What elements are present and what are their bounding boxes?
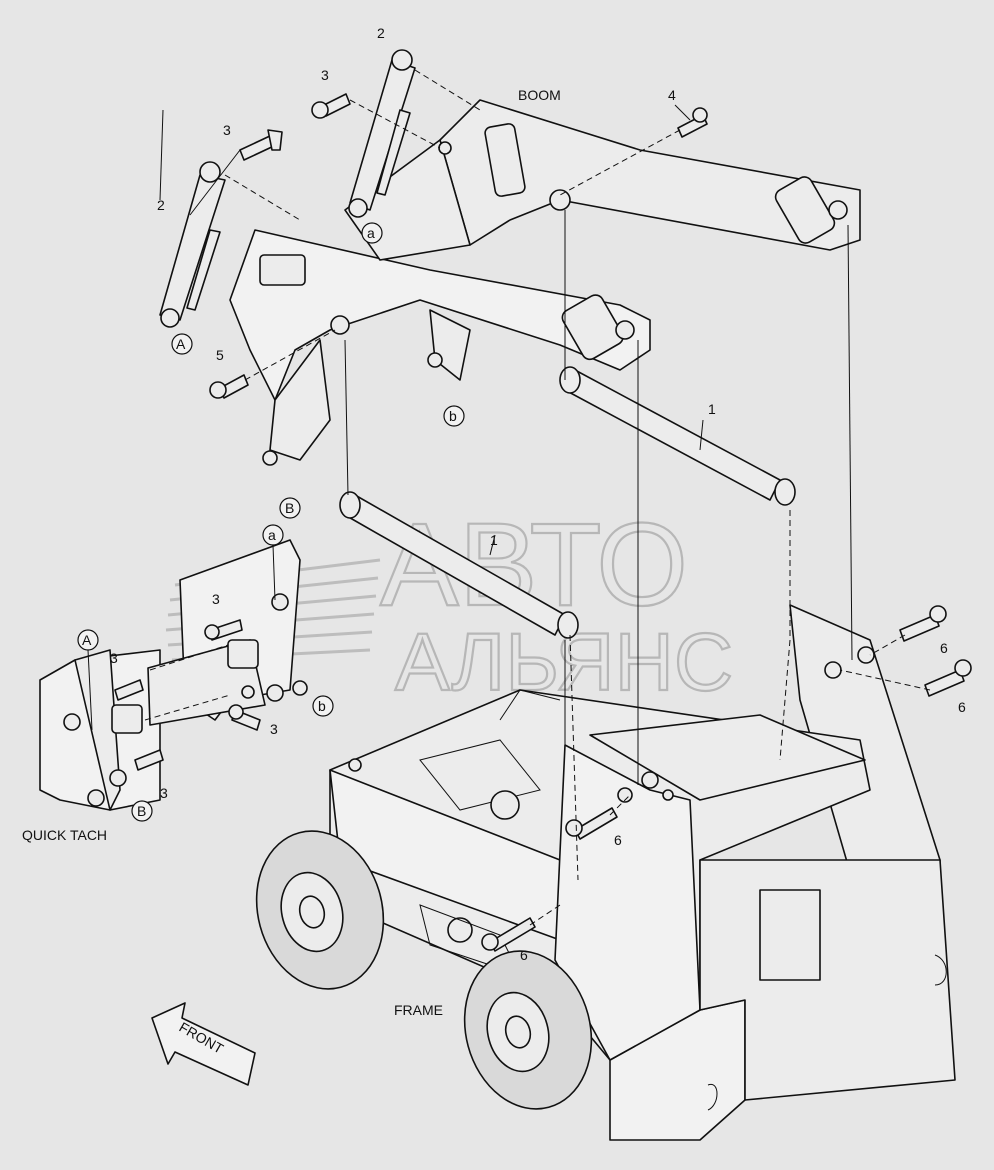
callout-6: 6 [958,699,966,715]
pin-5 [209,374,249,399]
pin-3-top [239,129,283,161]
ref-A: A [176,336,186,352]
lift-cylinder-right [348,49,416,218]
ref-b: b [318,698,326,714]
pin-3-boom [311,93,351,119]
front-arrow: FRONT [151,1002,256,1086]
left-rear-wheel [463,950,593,1110]
callout-5: 5 [216,347,224,363]
pin-3-qt-4 [134,749,164,771]
callout-2: 2 [377,25,385,41]
frame-cross-member [589,714,866,801]
frame-engine-box [759,889,821,981]
callout-3: 3 [110,650,118,666]
ref-b: b [449,408,457,424]
callout-6: 6 [520,947,528,963]
callout-3: 3 [321,67,329,83]
pin-3-qt-1 [204,619,243,641]
frame-side-hole [447,917,473,943]
pin-3-qt-3 [228,704,261,731]
pin-6-mid [565,807,618,840]
link-1-upper [559,366,796,506]
callout-6: 6 [614,832,622,848]
callout-numbers: 1 1 2 2 3 3 3 3 3 3 4 5 6 6 6 6 [110,25,966,963]
boom-assembly [229,99,861,466]
ref-B: B [285,500,294,516]
lift-cylinder-left [159,161,226,328]
ref-A: A [82,632,92,648]
callout-3: 3 [270,721,278,737]
callout-1: 1 [708,401,716,417]
callout-6: 6 [940,640,948,656]
ref-B: B [137,803,146,819]
left-front-wheel [255,830,385,990]
pin-6-right-1 [899,605,947,642]
callout-2: 2 [157,197,165,213]
callout-1: 1 [490,532,498,548]
boom-slot [259,254,306,286]
callout-3: 3 [223,122,231,138]
callout-3: 3 [160,785,168,801]
ref-a: a [268,527,276,543]
callout-3: 3 [212,591,220,607]
pin-4 [677,107,708,138]
quick-tach-assembly [39,539,308,811]
boom-front-lower [269,339,331,461]
label-frame: FRAME [394,1002,443,1018]
leader-lines [87,69,931,926]
callout-4: 4 [668,87,676,103]
pin-6-low [481,917,536,952]
pins [114,93,972,952]
reference-markers: a A b B a A b B [77,222,465,822]
frame-hole [490,790,520,820]
pin-6-right-2 [924,659,972,697]
boom-front-arm [229,229,651,401]
label-quick-tach: QUICK TACH [22,827,107,843]
ref-a: a [367,225,375,241]
link-1-lower [339,491,579,639]
section-labels: BOOM FRAME QUICK TACH [22,87,561,1018]
label-boom: BOOM [518,87,561,103]
pin-3-qt-2 [114,679,144,701]
